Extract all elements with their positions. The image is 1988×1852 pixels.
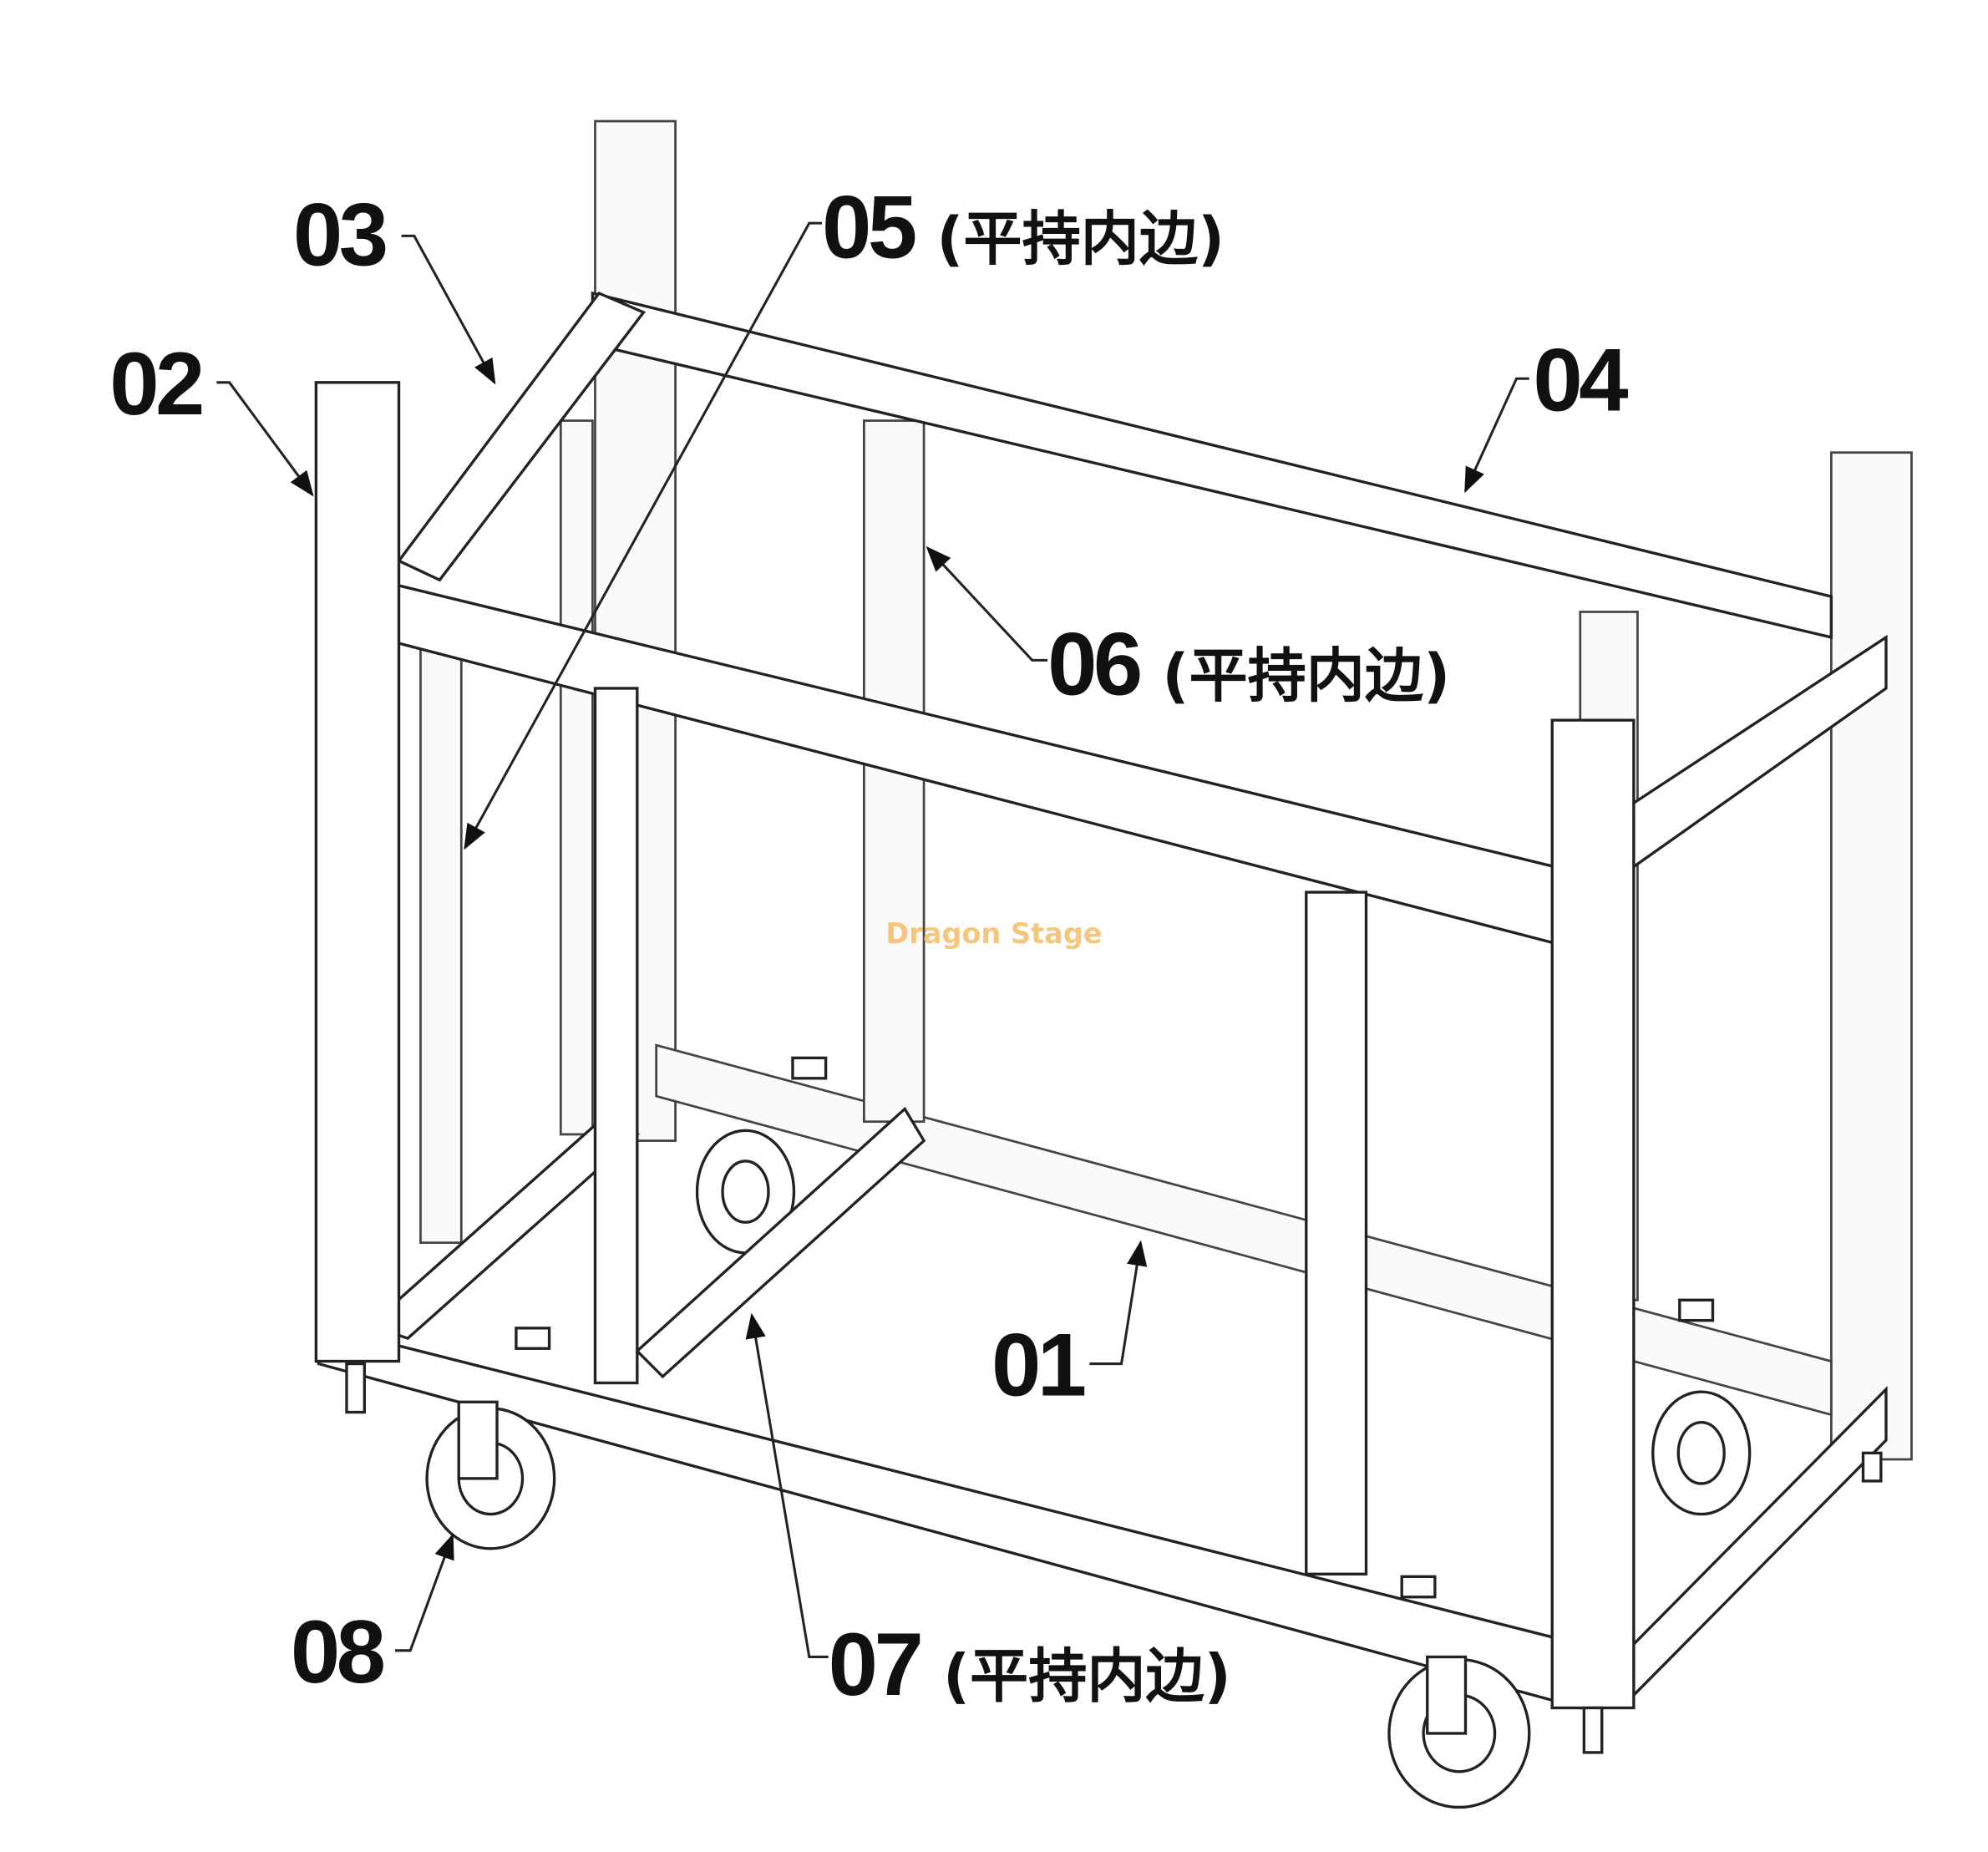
frame [314,119,1913,1809]
label-05-note: (平持内边) [936,205,1225,273]
bolt [791,1056,828,1080]
leveling-foot [1861,1451,1883,1483]
label-07-note: (平持内边) [943,1642,1231,1711]
label-06-note: (平持内边) [1162,642,1450,710]
leveling-foot [1582,1706,1604,1754]
label-06: 06 [1047,614,1140,714]
leader-lines [216,221,1529,1658]
bolt [515,1327,551,1350]
leveling-foot [345,1362,367,1414]
front-left-post-02 [314,381,401,1363]
caster-wheel [1387,1655,1531,1809]
side-vertical [559,419,594,1136]
label-03: 03 [293,184,386,284]
front-vertical [1305,890,1368,1575]
caster-wheel [1651,1390,1752,1516]
bottom-back-beam [655,1043,1833,1417]
label-02: 02 [109,333,202,434]
caster-wheel-08 [425,1400,556,1550]
watermark: Dragon Stage [885,917,1102,950]
top-back-beam-04 [591,291,1833,640]
bolt [1400,1575,1437,1599]
label-07: 07 [829,1614,920,1714]
label-08: 08 [291,1601,384,1702]
front-right-post [1550,718,1636,1710]
front-vertical [593,687,639,1385]
side-vertical-05 [419,636,463,1244]
back-right-post [1829,451,1913,1461]
part-labels: 01 02 03 04 05 (平持内边) 06 (平持内边) 07 (平持内边… [109,176,1632,1714]
top-front-beam [374,578,1556,946]
cross-member-07 [635,1106,926,1379]
caster-wheel [695,1129,796,1255]
top-left-beam-03 [396,291,647,582]
label-04: 04 [1533,329,1628,429]
bolt [1678,1298,1715,1322]
label-01: 01 [991,1315,1085,1415]
label-05: 05 [822,176,915,277]
